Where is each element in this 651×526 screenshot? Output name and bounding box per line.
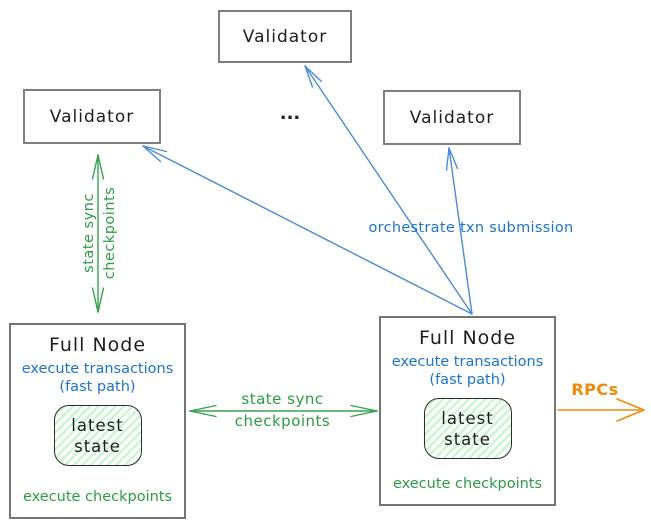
state-sync-vertical-line1: state sync [81, 193, 97, 273]
validator-label: Validator [49, 106, 135, 127]
full-node-title: Full Node [48, 334, 147, 356]
state-sync-horizontal-label: state sync checkpoints [200, 388, 365, 432]
latest-state-line2: state [74, 436, 121, 456]
txn-arrow-to-right-validator [445, 147, 473, 315]
validator-label: Validator [409, 107, 495, 128]
latest-state-line1: latest [441, 408, 494, 428]
execute-transactions-label: execute transactions [21, 361, 174, 377]
full-node-box-right: Full Node execute transactions (fast pat… [379, 316, 556, 506]
full-node-box-left: Full Node execute transactions (fast pat… [9, 323, 186, 519]
state-sync-vertical-line2: checkpoints [102, 186, 118, 280]
state-sync-vertical-label: state sync checkpoints [79, 158, 123, 308]
state-sync-horizontal-line2: checkpoints [234, 412, 331, 430]
txn-arrow-to-left-validator [142, 145, 473, 315]
validator-box-left: Validator [23, 89, 161, 144]
fast-path-label: (fast path) [59, 379, 136, 395]
state-sync-horizontal-line1: state sync [241, 390, 324, 408]
execute-transactions-label: execute transactions [391, 354, 544, 370]
execute-checkpoints-label: execute checkpoints [392, 476, 543, 492]
latest-state-line2: state [444, 429, 491, 449]
execute-checkpoints-label: execute checkpoints [22, 489, 173, 505]
full-node-title: Full Node [418, 327, 517, 349]
rpcs-arrow [557, 398, 645, 422]
latest-state-box: latest state [53, 405, 142, 466]
validator-box-right: Validator [383, 90, 521, 145]
latest-state-box: latest state [423, 398, 512, 459]
txn-arrow-to-top-validator [304, 65, 473, 315]
latest-state-line1: latest [71, 415, 124, 435]
fast-path-label: (fast path) [429, 372, 506, 388]
ellipsis-label: ... [279, 103, 301, 124]
validator-label: Validator [242, 26, 328, 47]
state-sync-arrow-vertical [91, 154, 105, 313]
orchestrate-label: orchestrate txn submission [368, 220, 574, 236]
rpcs-label: RPCs [571, 380, 619, 399]
state-sync-arrow-horizontal [189, 404, 378, 418]
validator-box-top: Validator [218, 10, 352, 63]
